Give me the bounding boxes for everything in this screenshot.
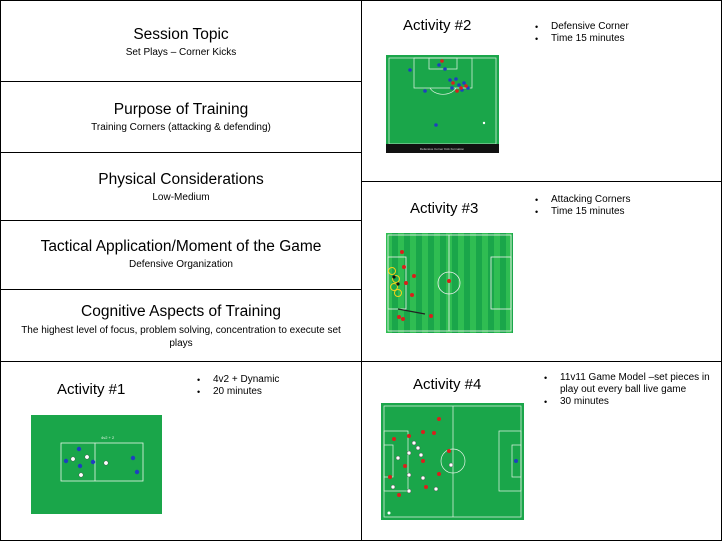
activity-3-diagram [386, 233, 513, 333]
figure-caption: Defensive Corner Kick Formation [420, 147, 465, 151]
pass-arrow [397, 308, 426, 315]
activity-2-panel: Activity #2 Defensive Corner Time 15 min… [361, 0, 722, 182]
red-players [397, 250, 451, 321]
activity-4-title: Activity #4 [413, 376, 482, 393]
activity-1-bullets: 4v2 + Dynamic 20 minutes [197, 374, 279, 398]
white-players [390, 440, 454, 494]
panel-subtitle: Training Corners (attacking & defending) [91, 122, 271, 133]
activity-2-bullets: Defensive Corner Time 15 minutes [535, 21, 629, 45]
bullet: 11v11 Game Model –set pieces in play out… [544, 372, 714, 396]
red-players [388, 417, 451, 497]
figure-label: 4v2 + 2 [101, 435, 115, 440]
activity-3-panel: Activity #3 Attacking Corners Time 15 mi… [361, 181, 722, 362]
panel-subtitle: Low-Medium [152, 192, 210, 203]
bullet: 20 minutes [197, 386, 279, 398]
panel-subtitle: Set Plays – Corner Kicks [125, 47, 237, 58]
ball [482, 121, 486, 125]
black-players [392, 275, 400, 286]
activity-4-diagram [381, 403, 524, 520]
goalkeeper [514, 459, 518, 463]
bullet: Time 15 minutes [535, 206, 630, 218]
bullet: Attacking Corners [535, 194, 630, 206]
purpose-panel: Purpose of Training Training Corners (at… [0, 81, 362, 153]
panel-subtitle: The highest level of focus, problem solv… [21, 325, 341, 349]
tactical-panel: Tactical Application/Moment of the Game … [0, 220, 362, 290]
blue-players [63, 446, 140, 475]
ball [387, 511, 391, 515]
panel-title: Session Topic [133, 26, 229, 43]
bullet: 4v2 + Dynamic [197, 374, 279, 386]
panel-title: Cognitive Aspects of Training [81, 303, 281, 320]
panel-title: Tactical Application/Moment of the Game [40, 238, 322, 255]
panel-title: Purpose of Training [113, 101, 249, 118]
activity-1-panel: Activity #1 4v2 + Dynamic 20 minutes 4v2… [0, 361, 362, 541]
session-topic-panel: Session Topic Set Plays – Corner Kicks [0, 0, 362, 82]
activity-2-diagram: Defensive Corner Kick Formation [386, 55, 499, 153]
cognitive-panel: Cognitive Aspects of Training The highes… [0, 289, 362, 362]
bullet: Defensive Corner [535, 21, 629, 33]
activity-2-title: Activity #2 [403, 17, 472, 34]
bullet: 30 minutes [544, 396, 714, 408]
activity-3-bullets: Attacking Corners Time 15 minutes [535, 194, 630, 218]
red-players [440, 59, 468, 93]
white-players [70, 454, 109, 478]
activity-4-bullets: 11v11 Game Model –set pieces in play out… [544, 372, 714, 408]
panel-title: Physical Considerations [98, 171, 264, 188]
panel-subtitle: Defensive Organization [129, 259, 233, 270]
activity-3-title: Activity #3 [410, 200, 479, 217]
target-hoops [388, 267, 402, 297]
activity-1-diagram: 4v2 + 2 [31, 415, 162, 514]
activity-4-panel: Activity #4 11v11 Game Model –set pieces… [361, 361, 722, 541]
physical-panel: Physical Considerations Low-Medium [0, 152, 362, 221]
activity-1-title: Activity #1 [57, 381, 126, 398]
bullet: Time 15 minutes [535, 33, 629, 45]
